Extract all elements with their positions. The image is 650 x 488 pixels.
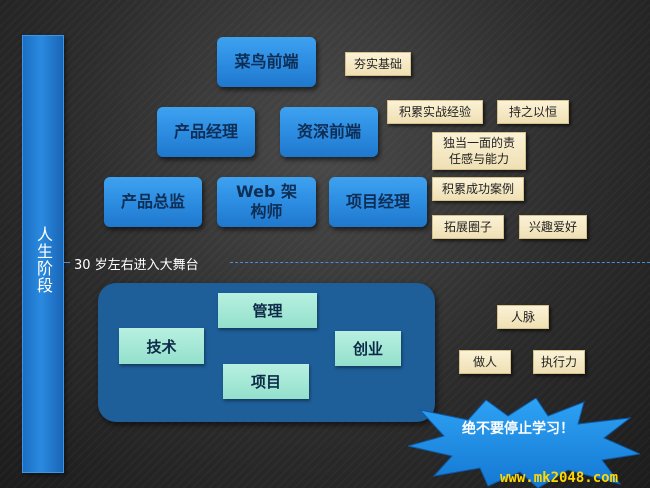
tag-connections: 人脉 [497, 305, 549, 329]
age-divider-line [230, 262, 650, 263]
starburst-callout-shape [408, 398, 640, 488]
skill-management: 管理 [218, 293, 317, 328]
tag-hobbies: 兴趣爱好 [519, 215, 587, 239]
role-product-director: 产品总监 [104, 177, 202, 227]
skill-project: 项目 [223, 364, 309, 399]
starburst-text: 绝不要停止学习！ [462, 421, 574, 437]
role-senior-frontend: 资深前端 [280, 107, 378, 157]
role-web-architect: Web 架构师 [217, 177, 316, 227]
life-stage-bar [22, 35, 64, 473]
age-divider-label: 30 岁左右进入大舞台 [74, 258, 199, 273]
tag-solid-foundation: 夯实基础 [345, 52, 411, 76]
tag-independent-responsibility: 独当一面的责任感与能力 [432, 132, 526, 170]
role-project-manager: 项目经理 [329, 177, 427, 227]
tag-success-cases: 积累成功案例 [432, 177, 524, 201]
tag-practical-experience: 积累实战经验 [387, 100, 483, 124]
age-divider-left [64, 262, 70, 263]
role-product-manager: 产品经理 [157, 107, 255, 157]
skill-entrepreneurship: 创业 [335, 331, 401, 366]
watermark: www.mk2048.com [500, 470, 619, 486]
tag-perseverance: 持之以恒 [497, 100, 569, 124]
life-stage-label: 人生阶段 [34, 226, 53, 294]
tag-expand-circle: 拓展圈子 [432, 215, 504, 239]
skill-technology: 技术 [119, 328, 204, 364]
tag-integrity: 做人 [459, 350, 511, 374]
tag-execution: 执行力 [533, 350, 585, 374]
role-junior-frontend: 菜鸟前端 [217, 37, 316, 87]
